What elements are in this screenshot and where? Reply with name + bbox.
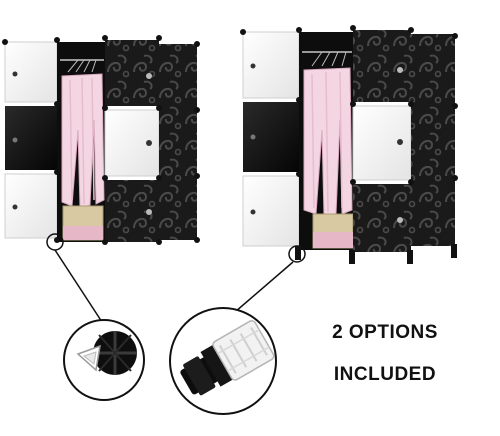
wardrobe-right bbox=[240, 25, 458, 264]
pointer-line-left bbox=[54, 249, 103, 323]
door-knob-icon bbox=[12, 71, 18, 77]
side-panel-swirl bbox=[411, 34, 455, 246]
door-swirl-top-right bbox=[353, 30, 411, 102]
door-white-top-left bbox=[4, 41, 58, 103]
door-knob-icon bbox=[12, 204, 18, 210]
connector-option-round bbox=[63, 319, 145, 401]
pointer-line-right bbox=[227, 261, 294, 319]
connector-option-bar bbox=[169, 307, 277, 415]
door-knob-icon bbox=[397, 67, 403, 73]
clothes-hanger-icon bbox=[311, 51, 347, 67]
door-knob-icon bbox=[250, 209, 256, 215]
door-knob-icon bbox=[397, 217, 403, 223]
door-knob-icon bbox=[146, 140, 152, 146]
door-swirl-bottom-right bbox=[353, 184, 411, 252]
clothes-hanger-icon bbox=[67, 59, 97, 73]
round-connector-icon bbox=[76, 331, 137, 375]
door-knob-icon bbox=[397, 139, 403, 145]
bar-connector-icon bbox=[180, 320, 275, 396]
wardrobe-left bbox=[2, 35, 200, 251]
caption-line-1: 2 OPTIONS bbox=[332, 322, 438, 343]
side-panel-swirl bbox=[159, 44, 197, 240]
door-knob-icon bbox=[146, 209, 152, 215]
door-black-middle-left bbox=[5, 106, 57, 170]
door-knob-icon bbox=[146, 73, 152, 79]
door-knob-icon bbox=[12, 137, 18, 143]
wardrobe-legs bbox=[295, 244, 457, 264]
caption-line-2: INCLUDED bbox=[333, 364, 437, 385]
foot-highlight bbox=[288, 245, 306, 263]
door-knob-icon bbox=[250, 134, 256, 140]
door-knob-icon bbox=[250, 63, 256, 69]
door-swirl-top-right bbox=[105, 40, 159, 106]
